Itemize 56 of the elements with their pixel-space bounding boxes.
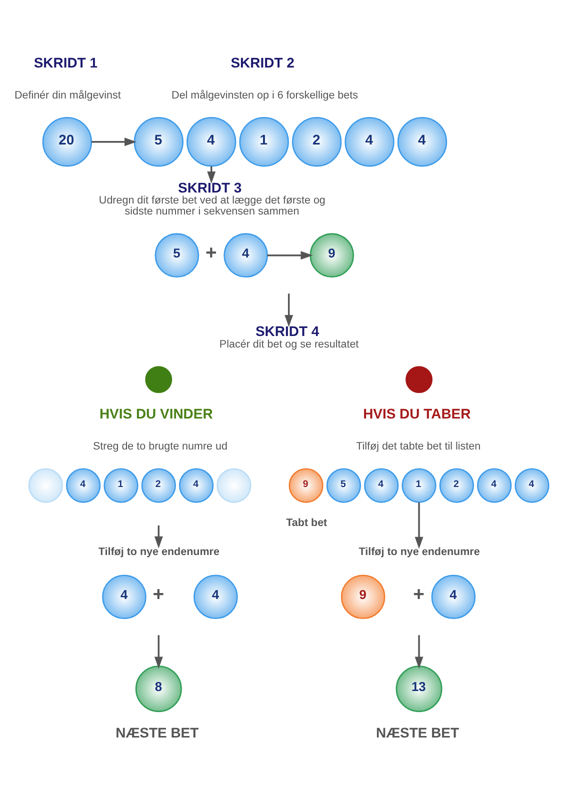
node-circle: 4 [364,468,399,503]
node-circle: 1 [239,116,289,167]
label: Del målgevinsten op i 6 forskellige bets [172,89,358,102]
node-circle: 9 [340,574,386,620]
label: + [152,584,164,606]
label: Streg de to brugte numre ud [93,440,228,452]
arrow [92,138,137,146]
node-circle: 2 [292,116,342,167]
arrow [414,502,424,549]
node-circle [406,366,432,393]
node-circle [216,468,252,503]
node-circle: 4 [224,233,268,278]
label: Tilføj det tabte bet til listen [356,440,481,452]
node-circle: 4 [186,116,236,167]
node-circle: 4 [66,468,101,503]
node-circle: 4 [102,574,146,620]
node-circle [145,366,172,393]
node-label: NÆSTE BET [116,724,199,741]
node-text: Tilføj to nye endenumre [358,546,480,558]
node-circle: 4 [431,574,476,620]
node-label: NÆSTE BET [376,724,460,741]
node-circle: 1 [104,468,138,503]
node-circle: 5 [326,468,362,503]
node-circle: 4 [194,574,238,620]
node-circle: 5 [154,233,200,278]
node-circle: 4 [397,116,448,167]
label: SKRIDT 1 [34,54,98,70]
node-label: Tabt bet [286,516,328,529]
node-circle: 2 [439,468,474,503]
arrow [284,294,294,328]
node-circle: 8 [135,666,182,712]
label: + [413,584,424,606]
label: Definér din målgevinst [14,89,121,102]
node-circle: 4 [178,468,214,503]
node-circle: 5 [134,116,184,167]
node-circle: 4 [477,468,512,503]
node-circle: 4 [514,468,550,503]
arrow [414,635,424,669]
label: HVIS DU TABER [363,406,471,422]
node-circle: 2 [141,468,176,503]
node-text: SKRIDT 4 Placér dit bet og se resultatet [219,322,359,350]
node-circle: 13 [396,666,442,712]
node-circle [28,468,63,503]
node-text: Tilføj to nye endenumre [98,546,220,558]
label: + [205,242,217,264]
node-circle: 9 [288,468,324,503]
label: SKRIDT 2 [230,54,294,70]
node-text: SKRIDT 3 Udregn dit første bet ved at lægge det første og sidste nummer i sekvensen sammen [98,179,326,218]
node-circle: 4 [344,116,394,167]
node-circle: 1 [402,468,436,503]
label: HVIS DU VINDER [99,406,213,422]
arrow [267,251,313,260]
arrow [154,525,163,548]
node-circle: 9 [310,233,354,278]
node-circle: 20 [42,116,92,167]
arrow [154,635,163,669]
